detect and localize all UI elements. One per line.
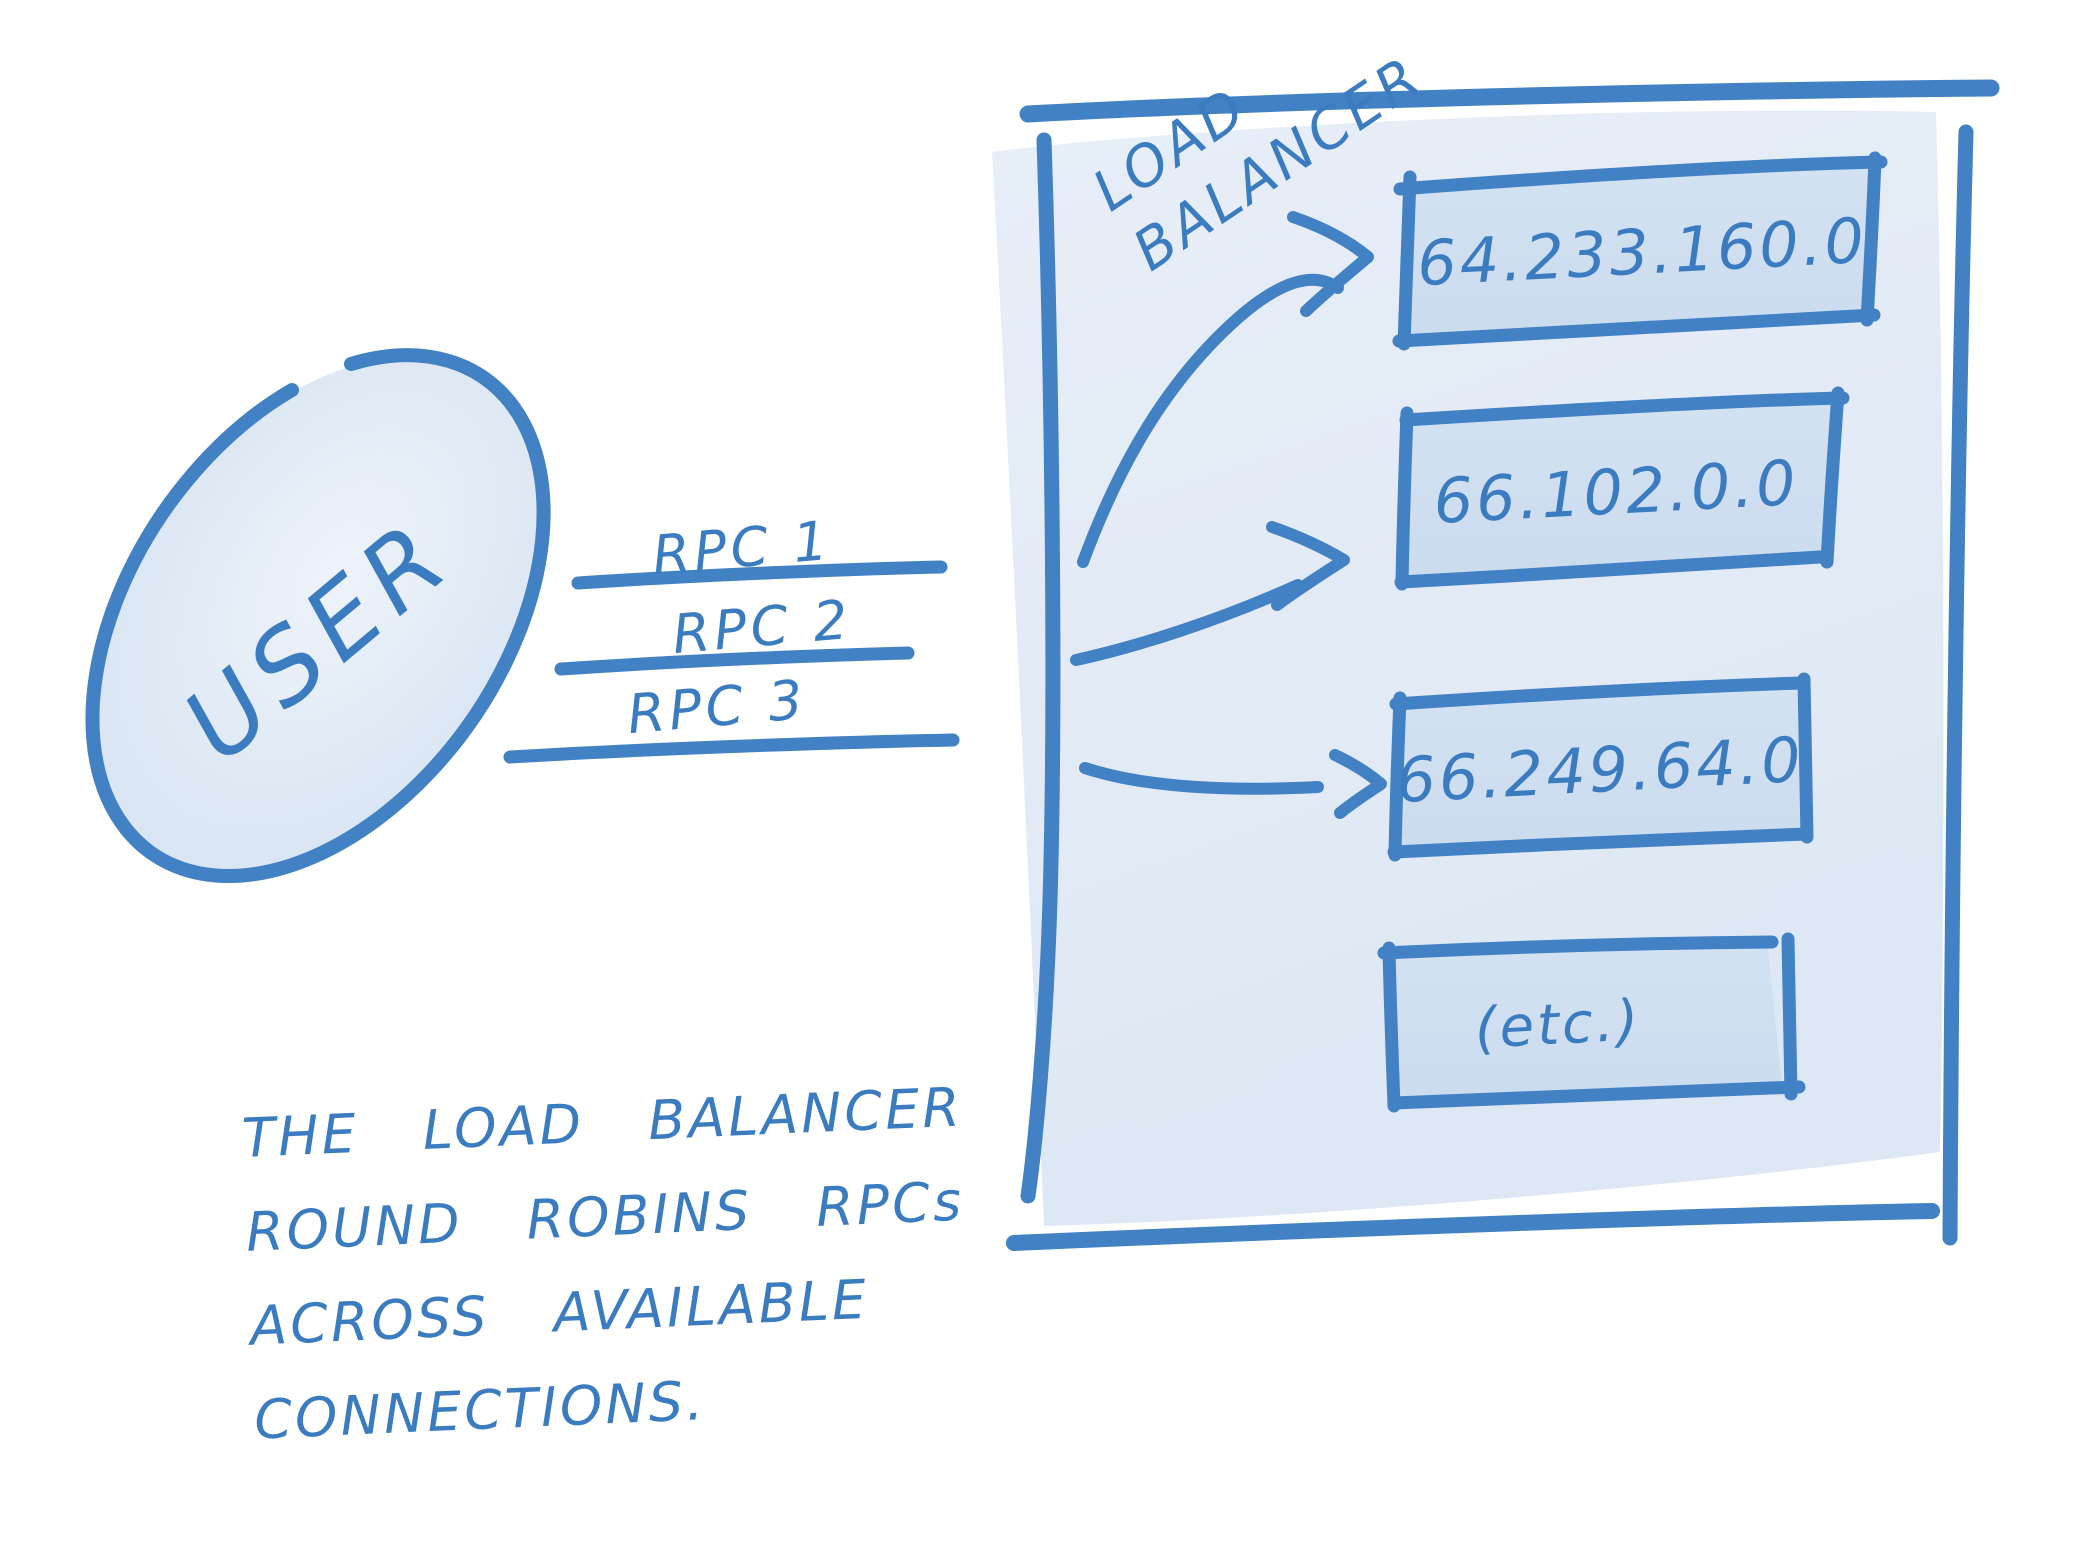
server-box-2-fill bbox=[1404, 403, 1836, 577]
server-box-4-fill bbox=[1392, 947, 1782, 1099]
panel-border-right bbox=[1942, 124, 1974, 1246]
server-box-1-fill bbox=[1408, 166, 1872, 336]
arrow-2-head bbox=[1266, 521, 1350, 611]
server-box-1-border bbox=[1392, 151, 1888, 351]
server-box-4-label: (etc.) bbox=[1473, 988, 1643, 1062]
caption: THE LOAD BALANCER ROUND ROBINS RPCs ACRO… bbox=[240, 1061, 977, 1468]
panel-border-top bbox=[1019, 79, 2000, 123]
user-ellipse-fill bbox=[92, 357, 544, 879]
panel-border-bottom bbox=[1006, 1203, 1940, 1251]
rpc-3-line bbox=[503, 733, 960, 764]
arrow-3-shaft bbox=[1079, 762, 1324, 795]
arrow-1-head bbox=[1287, 211, 1374, 317]
server-box-2-border bbox=[1394, 386, 1850, 591]
arrow-2-shaft bbox=[1070, 579, 1304, 666]
panel-border-left bbox=[1020, 132, 1061, 1204]
server-box-3-border bbox=[1387, 672, 1814, 862]
server-box-4-border bbox=[1377, 932, 1806, 1113]
arrow-3-head bbox=[1329, 749, 1387, 819]
user-ellipse-stroke bbox=[85, 348, 551, 884]
server-box-3-fill bbox=[1399, 689, 1802, 849]
rpc-2-line bbox=[554, 646, 915, 676]
arrow-1-shaft bbox=[1077, 273, 1344, 568]
rpc-1-line bbox=[571, 560, 948, 590]
